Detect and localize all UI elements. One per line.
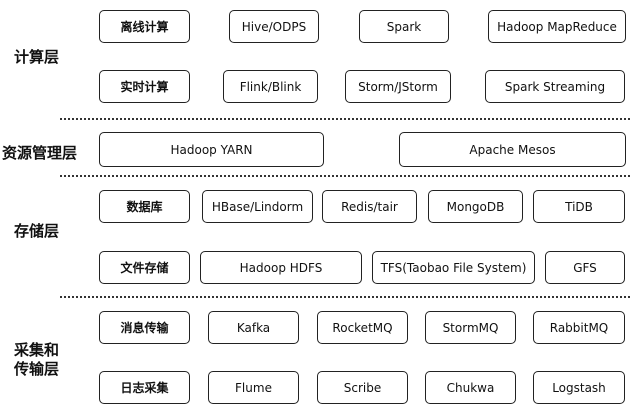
node-spark: Spark	[359, 10, 449, 43]
node-flink-blink: Flink/Blink	[223, 70, 318, 103]
node-scribe: Scribe	[317, 371, 408, 404]
layer-label-compute: 计算层	[14, 48, 60, 66]
layer-label-storage: 存储层	[14, 222, 60, 240]
category-message-transport: 消息传输	[99, 311, 190, 344]
separator-compute-resource	[60, 118, 630, 120]
node-hadoop-yarn: Hadoop YARN	[99, 132, 324, 167]
node-stormmq: StormMQ	[425, 311, 516, 344]
node-kafka: Kafka	[208, 311, 299, 344]
layer-label-collection-line2: 传输层	[14, 360, 60, 378]
node-hbase-lindorm: HBase/Lindorm	[202, 190, 313, 223]
node-rocketmq: RocketMQ	[317, 311, 408, 344]
node-apache-mesos: Apache Mesos	[399, 132, 626, 167]
category-file-storage: 文件存储	[99, 251, 190, 284]
node-gfs: GFS	[545, 251, 625, 284]
node-redis-tair: Redis/tair	[322, 190, 417, 223]
node-hadoop-mapreduce: Hadoop MapReduce	[488, 10, 626, 43]
node-tfs: TFS(Taobao File System)	[372, 251, 535, 284]
node-hadoop-hdfs: Hadoop HDFS	[200, 251, 362, 284]
node-storm-jstorm: Storm/JStorm	[345, 70, 451, 103]
category-offline-compute: 离线计算	[99, 10, 190, 43]
separator-resource-storage	[60, 175, 630, 177]
layer-label-resource: 资源管理层	[2, 144, 78, 162]
node-chukwa: Chukwa	[425, 371, 516, 404]
category-log-collection: 日志采集	[99, 371, 190, 404]
separator-storage-collection	[60, 296, 630, 298]
node-tidb: TiDB	[533, 190, 625, 223]
node-spark-streaming: Spark Streaming	[485, 70, 625, 103]
node-hive-odps: Hive/ODPS	[229, 10, 319, 43]
category-database: 数据库	[99, 190, 190, 223]
node-flume: Flume	[208, 371, 299, 404]
category-realtime-compute: 实时计算	[99, 70, 190, 103]
node-logstash: Logstash	[533, 371, 625, 404]
node-mongodb: MongoDB	[428, 190, 523, 223]
node-rabbitmq: RabbitMQ	[533, 311, 625, 344]
layer-label-collection-line1: 采集和	[14, 341, 60, 359]
